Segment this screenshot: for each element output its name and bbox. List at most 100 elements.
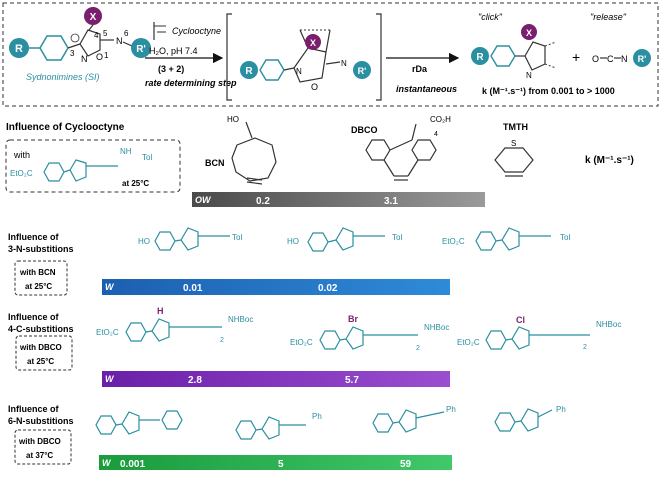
sydnonimines-label: Sydnonimines (SI)	[26, 72, 100, 82]
svg-text:1: 1	[104, 51, 109, 60]
svg-text:Tol: Tol	[560, 233, 570, 242]
section4-box-line2: at 37°C	[26, 451, 53, 460]
svg-text:5: 5	[103, 29, 108, 38]
plus-charge	[70, 33, 80, 43]
section2-conditions-box	[14, 260, 68, 296]
svg-text:HO: HO	[227, 115, 239, 124]
section2-value-2: 0.02	[318, 283, 338, 294]
section2-compound-2: HO Tol	[287, 227, 402, 252]
svg-text:O: O	[592, 54, 599, 64]
svg-text:Ph: Ph	[556, 405, 566, 414]
section2-compound-3: EtO₂C Tol	[442, 227, 570, 251]
bcn-label: BCN	[205, 158, 225, 168]
section1-with: with	[13, 150, 30, 160]
svg-text:EtO₂C: EtO₂C	[96, 328, 119, 337]
cycloaddition-label: (3 + 2)	[158, 64, 184, 74]
section3-sub-h: H	[157, 306, 164, 316]
section1-bar-tag: OW	[195, 195, 212, 205]
svg-text:C: C	[607, 54, 614, 64]
section2-bar-tag: W	[105, 282, 115, 292]
section2-box-line1: with BCN	[19, 268, 56, 277]
tmth-label: TMTH	[503, 122, 528, 132]
intermediate-structure: R X N O N R'	[226, 13, 382, 101]
svg-text:Ph: Ph	[312, 412, 322, 421]
svg-text:2: 2	[583, 344, 587, 351]
r-badge-label: R	[15, 43, 23, 55]
section2-compound-1: HO Tol	[138, 227, 242, 251]
svg-text:Tol: Tol	[232, 233, 242, 242]
sydnonimine-structure: R X 3 4 5 6 1 N O N R'	[9, 7, 151, 64]
section3-title-line2: 4-C-substitions	[8, 324, 74, 334]
k-unit-label: k (M⁻¹.s⁻¹)	[585, 155, 634, 166]
svg-text:O: O	[311, 82, 318, 92]
section4-value-1: 0.001	[120, 459, 145, 470]
top-scheme-frame	[2, 2, 659, 107]
section4-title-line2: 6-N-substitions	[8, 416, 74, 426]
svg-text:NHBoc: NHBoc	[228, 315, 253, 324]
click-label: "click"	[478, 12, 503, 22]
cyclooctyne-label: Cyclooctyne	[172, 26, 221, 36]
cyclooctyne-icon	[153, 22, 166, 40]
section4-box-line1: with DBCO	[18, 437, 61, 446]
section4-compound-benzyl: Ph	[372, 405, 456, 433]
svg-text:R': R'	[638, 54, 647, 64]
section2-title-line1: Influence of	[8, 232, 60, 242]
r-badge	[9, 38, 29, 58]
x-badge-label: X	[90, 12, 97, 23]
release-label: "release"	[590, 12, 627, 22]
svg-text:Ph: Ph	[446, 405, 456, 414]
section2-value-1: 0.01	[183, 283, 203, 294]
svg-text:N: N	[341, 59, 347, 68]
section3-rate-bar	[102, 371, 450, 387]
rate-step-label: rate determining step	[145, 78, 237, 88]
rprime-badge-label: R'	[136, 44, 146, 55]
tmth-structure: S	[494, 139, 534, 177]
svg-text:S: S	[511, 139, 516, 148]
svg-text:X: X	[310, 38, 316, 48]
svg-text:EtO₂C: EtO₂C	[10, 169, 33, 178]
section3-box-line1: with DBCO	[19, 343, 62, 352]
svg-text:CO₂H: CO₂H	[430, 115, 451, 124]
svg-text:2: 2	[220, 337, 224, 344]
svg-text:HO: HO	[287, 237, 299, 246]
plus-sign: +	[572, 49, 580, 65]
section3-sub-br: Br	[348, 314, 358, 324]
rprime-badge	[131, 38, 151, 58]
section3-value-br: 5.7	[345, 375, 359, 386]
svg-text:NH: NH	[120, 147, 132, 156]
svg-text:3: 3	[70, 49, 75, 58]
dbco-structure: CO₂H 4	[365, 115, 451, 181]
section1-value-bcn: 0.2	[256, 196, 270, 207]
k-range-label: k (M⁻¹.s⁻¹) from 0.001 to > 1000	[482, 86, 615, 96]
section3-conditions-box	[15, 335, 73, 371]
section2-box-line2: at 25°C	[25, 282, 52, 291]
section4-bar-tag: W	[102, 458, 112, 468]
section4-value-2: 5	[278, 459, 284, 470]
section3-box-line2: at 25°C	[27, 357, 54, 366]
section4-rate-bar	[99, 455, 452, 470]
section3-compound-cl: EtO₂C Cl NHBoc 2	[457, 315, 621, 351]
instantaneous-label: instantaneous	[396, 84, 457, 94]
section4-compound-urea: Ph	[235, 412, 322, 440]
svg-text:X: X	[526, 28, 532, 38]
svg-text:HO: HO	[138, 237, 150, 246]
section1-temp: at 25°C	[122, 179, 149, 188]
section2-title-line2: 3-N-substitions	[8, 244, 74, 254]
section4-compound-benzoyl	[95, 410, 183, 435]
svg-text:N: N	[296, 67, 302, 76]
section4-compound-phenyl: Ph	[494, 405, 566, 432]
section1-rate-bar	[192, 192, 485, 207]
section1-value-dbco: 3.1	[384, 196, 398, 207]
svg-text:NHBoc: NHBoc	[424, 323, 449, 332]
isocyanate: O C N R'	[592, 49, 651, 67]
svg-text:R: R	[245, 66, 253, 77]
svg-text:4: 4	[94, 31, 99, 40]
section2-rate-bar	[102, 279, 450, 295]
svg-text:N: N	[526, 71, 532, 80]
rda-label: rDa	[412, 64, 428, 74]
pyrazole-product: R X N	[471, 24, 557, 80]
section3-compound-br: EtO₂C Br NHBoc 2	[290, 314, 449, 352]
section4-conditions-box	[14, 429, 72, 465]
svg-text:2: 2	[416, 345, 420, 352]
